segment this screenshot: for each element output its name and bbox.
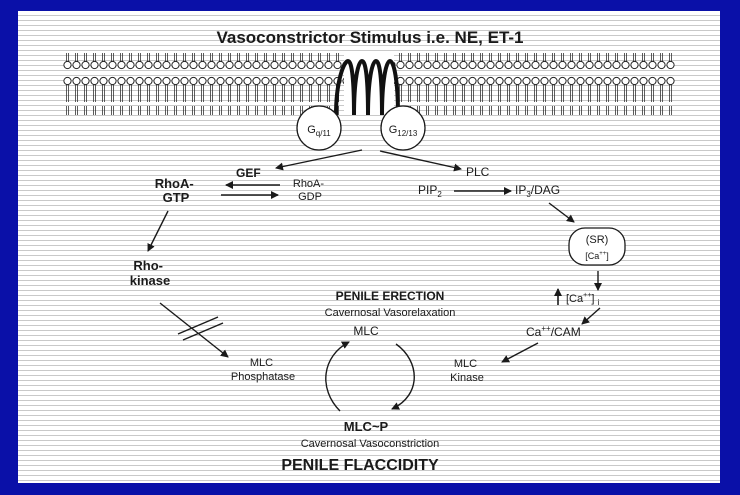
penile-erection-title: PENILE ERECTION <box>336 289 445 303</box>
plc-label: PLC <box>466 165 490 179</box>
sr-label: (SR) <box>586 234 609 246</box>
pathway-diagram: Vasoconstrictor Stimulus i.e. NE, ET-1 G… <box>63 28 675 474</box>
arrow-to-sr <box>548 202 575 223</box>
cycle-arrow-phosphorylation <box>391 343 415 410</box>
gef-label: GEF <box>236 166 261 180</box>
rhoa-gtp-label: RhoA- GTP <box>155 176 198 205</box>
mlc-phosphatase-label: MLC Phosphatase <box>231 357 295 383</box>
gq11-protein: Gq/11 <box>296 105 342 151</box>
ip3-dag-label: IP3/DAG <box>515 183 560 199</box>
mlc-p-label: MLC~P <box>344 419 389 434</box>
inhibition-bar <box>182 322 224 341</box>
arrow-to-mlc-phosphatase <box>159 302 229 358</box>
g1213-protein: G12/13 <box>380 105 426 151</box>
pip2-label: PIP2 <box>418 183 442 199</box>
intracellular-calcium-label: [Ca++] i <box>566 292 599 307</box>
sr-calcium-label: [Ca++] <box>585 251 609 261</box>
rhoa-gdp-label: RhoA- GDP <box>293 178 327 203</box>
cycle-arrow-dephosphorylation <box>325 341 350 412</box>
ca-cam-label: Ca++/CAM <box>526 324 581 339</box>
arrow-to-gef <box>275 149 363 171</box>
sarcoplasmic-reticulum: (SR) [Ca++] <box>568 227 626 266</box>
vasoconstriction-label: Cavernosal Vasoconstriction <box>301 438 440 450</box>
arrow-to-mlc-kinase <box>501 342 539 363</box>
mlc-kinase-label: MLC Kinase <box>450 358 484 384</box>
arrow-to-rho-kinase <box>147 210 169 252</box>
receptor-helices <box>334 58 400 116</box>
mlc-label: MLC <box>353 324 379 338</box>
inhibition-bar <box>177 316 219 335</box>
diagram-title: Vasoconstrictor Stimulus i.e. NE, ET-1 <box>216 28 523 47</box>
slide: Vasoconstrictor Stimulus i.e. NE, ET-1 G… <box>18 11 720 483</box>
arrow-to-plc <box>379 150 462 172</box>
arrow-to-ca-cam <box>581 307 601 325</box>
vasorelaxation-label: Cavernosal Vasorelaxation <box>325 307 456 319</box>
rho-kinase-label: Rho- kinase <box>130 258 170 288</box>
penile-flaccidity-title: PENILE FLACCIDITY <box>281 457 439 474</box>
